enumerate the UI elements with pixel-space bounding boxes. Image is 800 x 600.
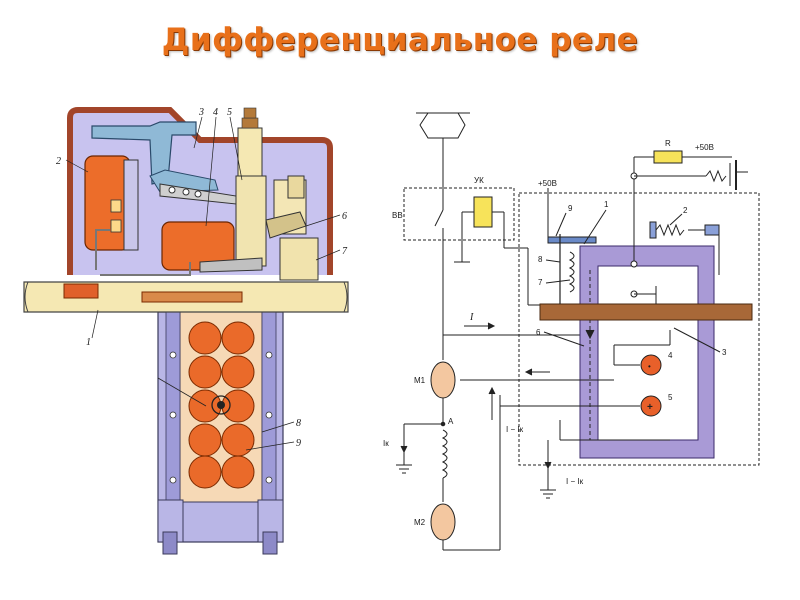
callout-9: 9 [296,438,301,449]
callout-s2: 2 [683,206,688,215]
svg-text:+: + [647,402,653,413]
page-title: Дифференциальное реле [161,22,639,58]
relay-schematic: ВВ УК I 9 8 7 6 [383,112,760,551]
label-supply-left: +50В [538,179,557,188]
callout-5: 5 [227,107,232,118]
callout-s6: 6 [536,328,541,337]
coil-2 [84,155,131,251]
callout-s1: 1 [604,200,609,209]
relay-cross-section: 2 3 4 5 6 7 1 8 9 [23,107,349,555]
label-motor-2: M2 [414,518,426,527]
callout-s8: 8 [538,255,543,264]
callout-3: 3 [198,107,204,118]
label-diff-down: I − Iк [566,477,584,486]
label-resistor: R [665,139,671,148]
label-bb: ВВ [392,211,403,220]
label-current-I: I [469,312,474,323]
callout-s9: 9 [568,204,573,213]
callout-s4: 4 [668,351,673,360]
label-node-A: A [448,417,454,426]
callout-1: 1 [86,337,91,348]
callout-s7: 7 [538,278,543,287]
callout-7: 7 [342,246,348,257]
callout-4: 4 [213,107,218,118]
label-current-Ik: Iк [383,439,389,448]
coil-windings [188,321,255,489]
label-uk: УК [474,176,484,185]
label-motor-1: M1 [414,376,426,385]
coil-4 [161,221,235,271]
callout-6: 6 [342,211,347,222]
svg-text:•: • [648,362,651,371]
callout-8: 8 [296,418,301,429]
callout-s3: 3 [722,348,727,357]
label-diff-up: I − Iк [506,425,524,434]
callout-2: 2 [56,156,61,167]
label-supply-right: +50В [695,143,714,152]
callout-s5: 5 [668,393,673,402]
